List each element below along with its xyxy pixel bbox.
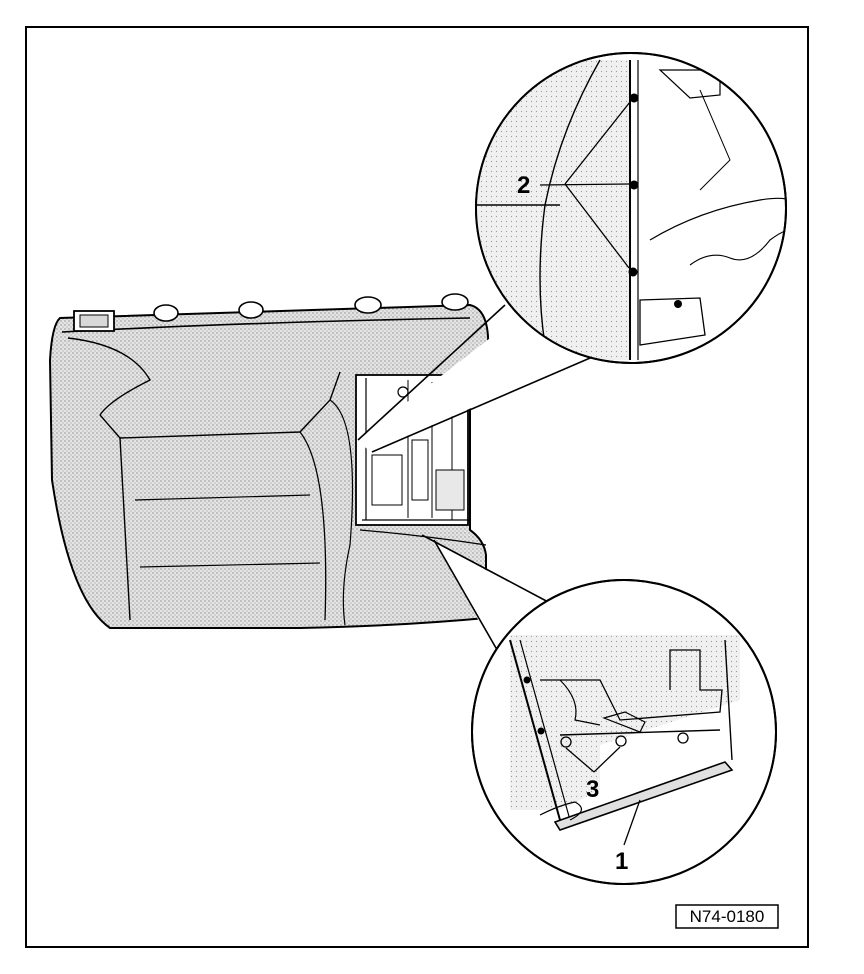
callout-2: 2 [517,172,530,199]
detail-view-lower: 3 1 [421,534,777,885]
figure-border [25,26,809,948]
headrest-guides [73,293,469,332]
detail-view-upper: 2 [357,52,787,453]
callout-1: 1 [615,848,628,875]
figure-reference-box: N74-0180 [675,904,779,929]
figure-id: N74-0180 [690,907,765,926]
seat-backrest [48,293,490,629]
callout-3: 3 [586,776,599,803]
